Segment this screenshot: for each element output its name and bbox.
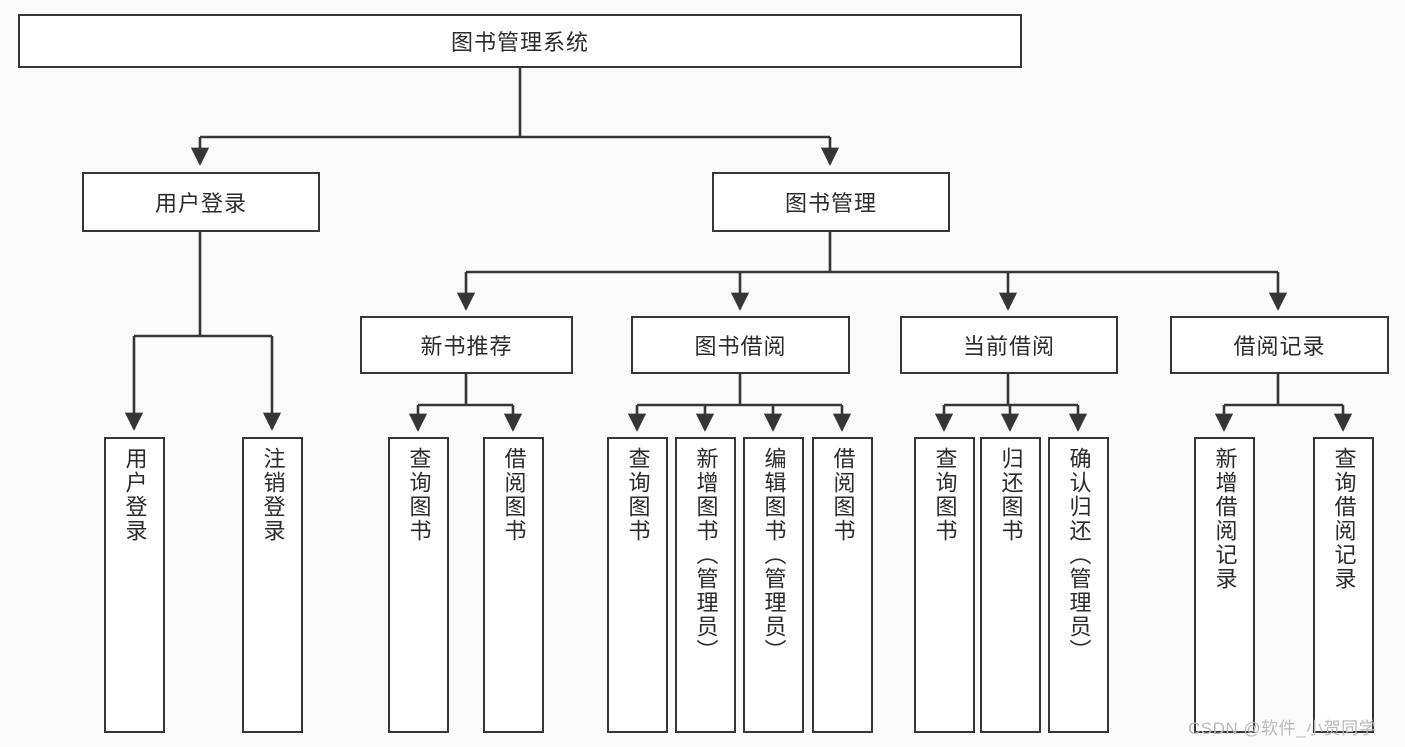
node-label: 用户登录 xyxy=(154,191,247,216)
leaf-label: 编辑图书（管理员） xyxy=(761,447,787,663)
leaf-label: 用户登录 xyxy=(122,447,148,543)
leaf-label: 归还图书 xyxy=(998,447,1024,543)
node-label: 新书推荐 xyxy=(420,334,513,359)
leaf-logout[interactable]: 注销登录 xyxy=(242,437,303,733)
leaf-label: 新增借阅记录 xyxy=(1212,447,1238,591)
node-borrow-record[interactable]: 借阅记录 xyxy=(1170,316,1389,374)
leaf-br-add-record[interactable]: 新增借阅记录 xyxy=(1194,437,1255,733)
leaf-label: 确认归还（管理员） xyxy=(1066,447,1092,663)
node-label: 图书借阅 xyxy=(694,334,787,359)
node-user-login[interactable]: 用户登录 xyxy=(82,172,320,232)
leaf-bb-borrow-book[interactable]: 借阅图书 xyxy=(812,437,873,733)
leaf-nb-borrow-book[interactable]: 借阅图书 xyxy=(483,437,544,733)
node-book-management[interactable]: 图书管理 xyxy=(712,172,950,232)
leaf-label: 查询图书 xyxy=(406,447,432,543)
node-label: 借阅记录 xyxy=(1233,334,1326,359)
leaf-cb-confirm-return-admin[interactable]: 确认归还（管理员） xyxy=(1048,437,1109,733)
node-label: 当前借阅 xyxy=(962,334,1055,359)
leaf-label: 注销登录 xyxy=(260,447,286,543)
leaf-bb-add-book-admin[interactable]: 新增图书（管理员） xyxy=(675,437,736,733)
leaf-br-query-record[interactable]: 查询借阅记录 xyxy=(1313,437,1374,733)
node-current-borrow[interactable]: 当前借阅 xyxy=(900,316,1118,374)
leaf-cb-return-book[interactable]: 归还图书 xyxy=(980,437,1041,733)
leaf-bb-edit-book-admin[interactable]: 编辑图书（管理员） xyxy=(743,437,804,733)
leaf-user-login[interactable]: 用户登录 xyxy=(104,437,165,733)
node-book-borrow[interactable]: 图书借阅 xyxy=(631,316,850,374)
leaf-label: 借阅图书 xyxy=(501,447,527,543)
leaf-label: 查询借阅记录 xyxy=(1331,447,1357,591)
node-label: 图书管理系统 xyxy=(450,30,589,55)
leaf-label: 查询图书 xyxy=(932,447,958,543)
node-new-book-recommend[interactable]: 新书推荐 xyxy=(360,316,573,374)
leaf-label: 查询图书 xyxy=(625,447,651,543)
node-root-book-management-system[interactable]: 图书管理系统 xyxy=(18,14,1022,68)
leaf-cb-query-book[interactable]: 查询图书 xyxy=(914,437,975,733)
leaf-bb-query-book[interactable]: 查询图书 xyxy=(607,437,668,733)
leaf-label: 借阅图书 xyxy=(830,447,856,543)
leaf-nb-query-book[interactable]: 查询图书 xyxy=(388,437,449,733)
leaf-label: 新增图书（管理员） xyxy=(693,447,719,663)
node-label: 图书管理 xyxy=(784,191,877,216)
